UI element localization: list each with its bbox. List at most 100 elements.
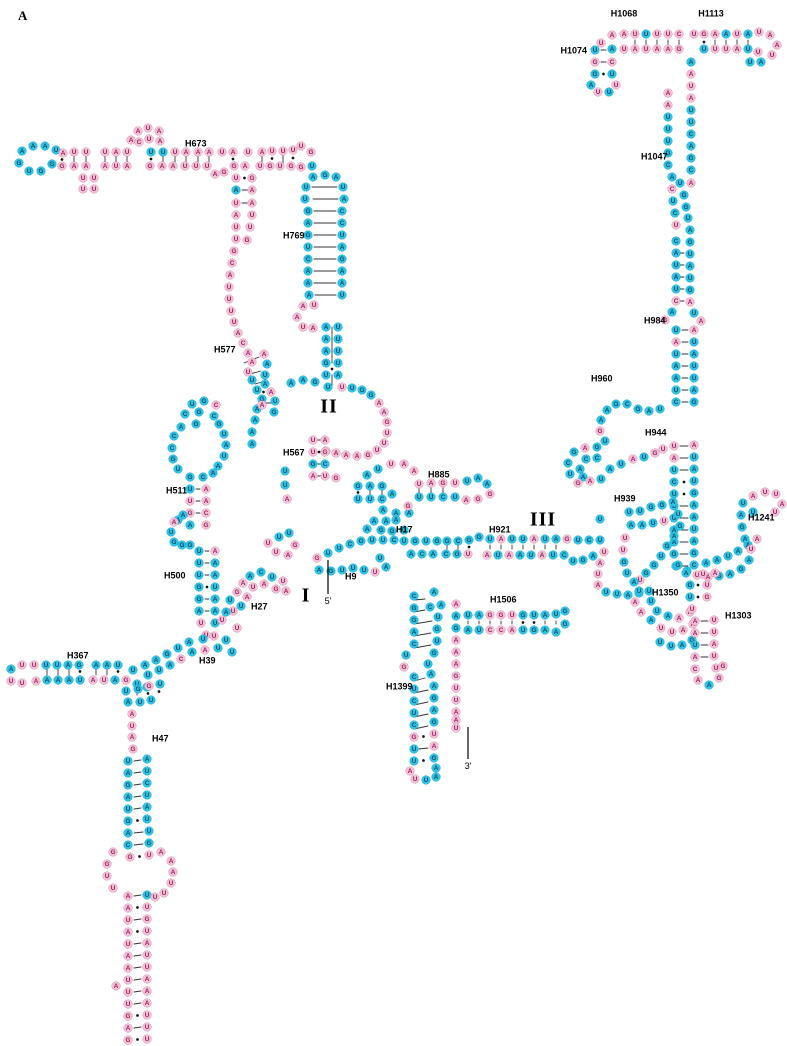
nucleotide-circle xyxy=(150,892,160,902)
nucleotide-circle xyxy=(671,284,681,294)
nucleotide-base-letter: U xyxy=(623,535,628,542)
nucleotide-circle xyxy=(641,29,651,39)
backbone-path xyxy=(133,628,237,675)
nucleotide-circle xyxy=(303,242,313,252)
nucleotide-base-letter: U xyxy=(604,589,609,596)
base-pair-wobble-dot xyxy=(262,390,265,394)
nucleotide-base-letter: A xyxy=(126,953,131,960)
nucleotide-circle xyxy=(540,534,550,544)
nucleotide-base-letter: A xyxy=(454,601,459,608)
nucleotide-circle xyxy=(429,753,439,763)
nucleotide-circle xyxy=(690,616,700,626)
nucleotide-circle xyxy=(184,637,194,647)
nucleotide-base-letter: C xyxy=(306,256,311,263)
base-pair-wobble-dot xyxy=(231,157,235,161)
helix-label-h500: H500 xyxy=(164,570,186,580)
nucleotide-base-letter: G xyxy=(740,524,745,531)
nucleotide-circle xyxy=(616,459,626,469)
nucleotide-circle xyxy=(429,681,439,691)
nucleotide-base-letter: A xyxy=(464,497,469,504)
nucleotide-circle xyxy=(210,169,220,179)
nucleotide-circle xyxy=(180,161,190,171)
nucleotide-circle xyxy=(744,555,754,565)
nucleotide-base-letter: U xyxy=(235,625,240,632)
nucleotide-circle xyxy=(698,569,708,579)
nucleotide-circle xyxy=(463,549,473,559)
nucleotide-base-letter: A xyxy=(583,445,588,452)
nucleotide-circle xyxy=(667,627,677,637)
nucleotide-base-letter: U xyxy=(340,567,345,574)
nucleotide-base-letter: A xyxy=(157,128,162,135)
nucleotide-base-letter: G xyxy=(441,480,446,487)
nucleotide-circle xyxy=(337,565,347,575)
nucleotide-base-letter: G xyxy=(204,522,209,529)
nucleotide-base-letter: U xyxy=(619,461,624,468)
base-pair-line xyxy=(418,747,429,750)
nucleotide-circle xyxy=(123,927,133,937)
nucleotide-circle xyxy=(733,546,743,556)
nucleotide-circle xyxy=(563,458,573,468)
nucleotide-base-letter: A xyxy=(739,512,744,519)
nucleotide-base-letter: A xyxy=(736,548,741,555)
nucleotide-circle xyxy=(227,647,237,657)
nucleotide-circle xyxy=(353,494,363,504)
nucleotide-base-letter: A xyxy=(160,163,165,170)
nucleotide-circle xyxy=(429,693,439,703)
nucleotide-circle xyxy=(451,671,461,681)
nucleotide-base-letter: C xyxy=(456,538,461,545)
nucleotide-base-letter: A xyxy=(145,756,150,763)
nucleotide-base-letter: A xyxy=(454,717,459,724)
nucleotide-circle xyxy=(685,225,695,235)
nucleotide-base-letter: U xyxy=(554,611,559,618)
nucleotide-base-letter: U xyxy=(454,725,459,732)
nucleotide-circle xyxy=(185,496,195,506)
nucleotide-circle xyxy=(123,903,133,913)
nucleotide-circle xyxy=(690,628,700,638)
nucleotide-circle xyxy=(6,676,16,686)
nucleotide-circle xyxy=(123,963,133,973)
nucleotide-base-letter: U xyxy=(551,552,556,559)
nucleotide-base-letter: A xyxy=(693,618,698,625)
nucleotide-circle xyxy=(655,404,665,414)
nucleotide-base-letter: A xyxy=(608,466,613,473)
nucleotide-circle xyxy=(247,185,257,195)
nucleotide-circle xyxy=(429,717,439,727)
nucleotide-circle xyxy=(194,606,204,616)
backbone-path xyxy=(116,907,147,1040)
nucleotide-base-letter: G xyxy=(77,662,82,669)
nucleotide-circle xyxy=(677,640,687,650)
nucleotide-base-letter: G xyxy=(232,248,237,255)
nucleotide-circle xyxy=(485,610,495,620)
nucleotide-circle xyxy=(451,635,461,645)
nucleotide-circle xyxy=(102,871,112,881)
nucleotide-circle xyxy=(686,178,696,188)
nucleotide-circle xyxy=(630,44,640,54)
nucleotide-circle xyxy=(450,492,460,502)
nucleotide-base-letter: A xyxy=(262,581,267,588)
nucleotide-base-letter: G xyxy=(126,818,131,825)
nucleotide-base-letter: U xyxy=(277,534,282,541)
nucleotide-circle xyxy=(399,662,409,672)
nucleotide-circle xyxy=(630,597,640,607)
nucleotide-circle xyxy=(686,153,696,163)
nucleotide-base-letter: U xyxy=(212,633,217,640)
nucleotide-circle xyxy=(69,147,79,157)
nucleotide-circle xyxy=(423,659,433,669)
nucleotide-circle xyxy=(633,404,643,414)
base-pair-wobble-dot xyxy=(696,595,700,599)
nucleotide-base-letter: U xyxy=(301,324,306,331)
nucleotide-circle xyxy=(493,550,503,560)
nucleotide-circle xyxy=(674,29,684,39)
nucleotide-base-letter: A xyxy=(334,174,339,181)
nucleotide-base-letter: A xyxy=(260,149,265,156)
nucleotide-base-letter: U xyxy=(465,478,470,485)
nucleotide-circle xyxy=(266,387,276,397)
nucleotide-circle xyxy=(777,499,787,509)
nucleotide-circle xyxy=(347,383,357,393)
nucleotide-base-letter: A xyxy=(704,560,709,567)
nucleotide-circle xyxy=(689,373,699,383)
nucleotide-base-letter: G xyxy=(666,150,671,157)
nucleotide-circle xyxy=(214,419,224,429)
